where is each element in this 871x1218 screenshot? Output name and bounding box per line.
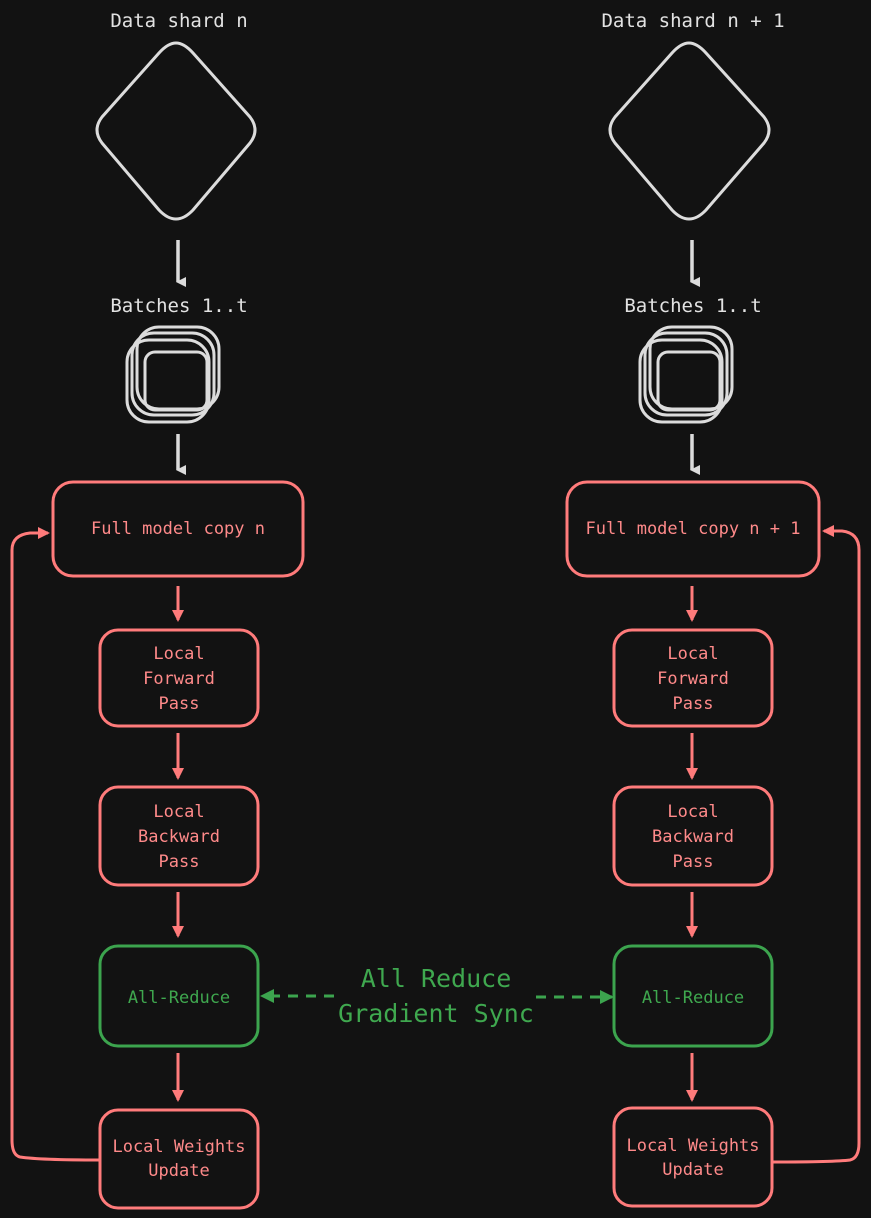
data-shard-label: Data shard n + 1 bbox=[601, 10, 784, 32]
backward-line-2: Backward bbox=[652, 827, 734, 847]
forward-line-1: Local bbox=[153, 644, 204, 664]
weights-update-line-1: Local Weights bbox=[112, 1137, 245, 1157]
model-copy-box bbox=[565, 480, 821, 578]
backward-pass-box bbox=[612, 785, 774, 887]
forward-line-2: Forward bbox=[657, 669, 729, 689]
forward-pass-box bbox=[612, 628, 774, 728]
model-copy-label: Full model copy n bbox=[91, 519, 265, 539]
all-reduce-label: All-Reduce bbox=[128, 988, 230, 1008]
weights-update-box bbox=[98, 1108, 260, 1210]
batches-label: Batches 1..t bbox=[110, 295, 247, 317]
sync-label-line-2: Gradient Sync bbox=[338, 999, 534, 1028]
forward-line-2: Forward bbox=[143, 669, 215, 689]
backward-line-1: Local bbox=[667, 802, 718, 822]
feedback-loop-arrow bbox=[10, 527, 101, 1162]
backward-line-3: Pass bbox=[159, 852, 200, 872]
all-reduce-box bbox=[612, 944, 774, 1048]
weights-update-line-1: Local Weights bbox=[626, 1136, 759, 1156]
forward-line-3: Pass bbox=[159, 694, 200, 714]
model-copy-label: Full model copy n + 1 bbox=[586, 519, 801, 539]
backward-line-1: Local bbox=[153, 802, 204, 822]
grid-diamond-icon bbox=[608, 41, 771, 221]
forward-line-1: Local bbox=[667, 644, 718, 664]
batches-label: Batches 1..t bbox=[624, 295, 761, 317]
model-copy-box bbox=[51, 480, 305, 578]
sync-label-line-1: All Reduce bbox=[361, 964, 512, 993]
gradient-sync: All Reduce Gradient Sync bbox=[260, 964, 614, 1028]
stacked-batches-icon bbox=[125, 325, 221, 424]
column-left: Data shard n Batches 1..t Full model cop… bbox=[10, 10, 305, 1210]
backward-line-2: Backward bbox=[138, 827, 220, 847]
weights-update-box bbox=[612, 1106, 774, 1208]
column-right: Data shard n + 1 Batches 1..t Full model… bbox=[565, 10, 861, 1208]
weights-update-line-2: Update bbox=[148, 1161, 209, 1181]
all-reduce-box bbox=[98, 944, 260, 1048]
data-shard-label: Data shard n bbox=[110, 10, 247, 32]
backward-pass-box bbox=[98, 785, 260, 887]
stacked-batches-icon bbox=[638, 325, 734, 424]
forward-line-3: Pass bbox=[673, 694, 714, 714]
weights-update-line-2: Update bbox=[662, 1160, 723, 1180]
forward-pass-box bbox=[98, 628, 260, 728]
grid-diamond-icon bbox=[95, 41, 257, 221]
all-reduce-label: All-Reduce bbox=[642, 988, 744, 1008]
backward-line-3: Pass bbox=[673, 852, 714, 872]
feedback-loop-arrow bbox=[771, 525, 861, 1164]
